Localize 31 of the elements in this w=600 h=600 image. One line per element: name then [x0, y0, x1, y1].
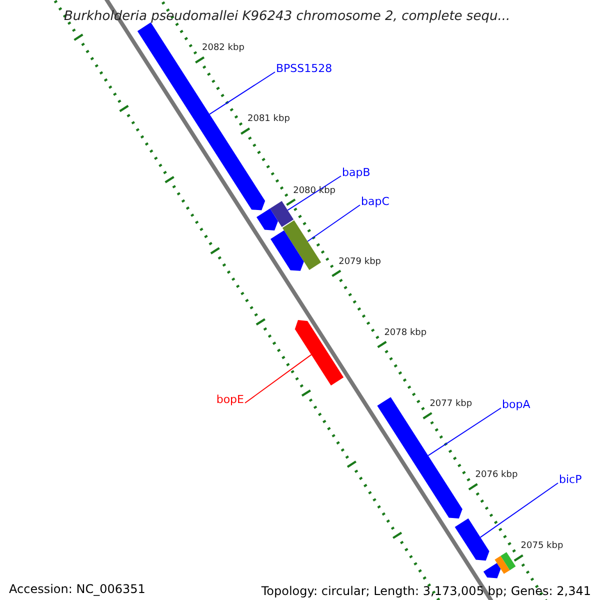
gene-label: bapB	[342, 166, 370, 179]
scale-label: 2082 kbp	[202, 42, 244, 56]
scale-label: 2079 kbp	[338, 256, 381, 269]
scale-label: 2077 kbp	[430, 398, 472, 411]
gene-segment	[494, 556, 510, 574]
gene-segment	[270, 230, 304, 271]
gene-label: bopA	[502, 398, 530, 411]
leader-line	[209, 72, 276, 115]
leader-line	[480, 482, 558, 538]
gene-label: bapC	[361, 195, 390, 208]
gene-segment	[294, 320, 344, 386]
leader-line	[244, 354, 312, 404]
gene-segment	[282, 220, 322, 270]
leader-line	[307, 204, 360, 242]
leader-line	[428, 408, 502, 456]
gene-label: BPSS1528	[276, 62, 332, 75]
gene-segment	[454, 518, 490, 561]
gene-label: bicP	[559, 473, 582, 486]
scale-label: 2075 kbp	[520, 540, 564, 554]
scale-label: 2078 kbp	[384, 326, 427, 340]
scale-label: 2081 kbp	[248, 113, 290, 126]
scale-label: 2076 kbp	[475, 469, 518, 482]
sequence-summary-text: Topology: circular; Length: 3,173,005 bp; Genes: 2,341	[261, 585, 591, 598]
gene-segment	[483, 563, 501, 578]
gene-segment	[256, 208, 278, 230]
gene-label: bopE	[216, 393, 244, 406]
gene-segment	[500, 552, 516, 570]
gene-segment	[270, 201, 294, 227]
leader-line	[287, 176, 342, 211]
scale-label: 2080 kbp	[293, 184, 336, 198]
accession-text: Accession: NC_006351	[9, 583, 146, 596]
